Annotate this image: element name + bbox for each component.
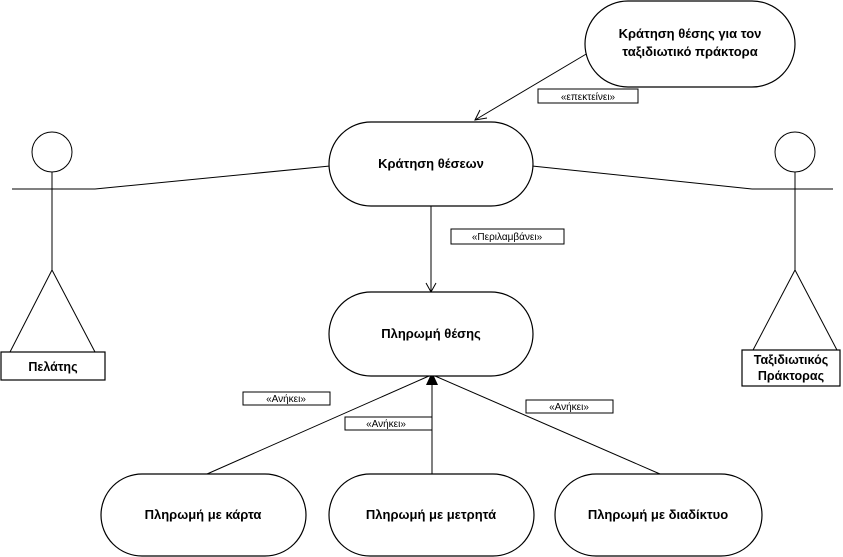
actor-agent-head	[774, 131, 816, 173]
include-label-text: «Περιλαμβάνει»	[472, 231, 543, 243]
extend-arrowhead	[474, 109, 488, 121]
actor-agent-label-line1: Ταξιδιωτικός	[754, 353, 828, 367]
belongs-right-label-text: «Ανήκει»	[549, 401, 589, 413]
extend-label: «επεκτείνει»	[537, 88, 639, 104]
belongs-left-label-text: «Ανήκει»	[266, 393, 306, 405]
agent-association-line	[531, 165, 753, 190]
belongs-card-line	[206, 375, 430, 475]
usecase-pay-online: Πληρωμή με διαδίκτυο	[554, 473, 763, 557]
actor-customer-head	[31, 131, 73, 173]
actor-customer-label: Πελάτης	[28, 360, 77, 374]
actor-customer-label-box	[0, 351, 106, 381]
extend-line	[474, 49, 594, 121]
usecase-booking-label: Κράτηση θέσεων	[378, 156, 484, 171]
generalization-arrowhead	[426, 372, 438, 385]
usecase-booking: Κράτηση θέσεων	[328, 121, 534, 207]
usecase-pay-card-label: Πληρωμή με κάρτα	[145, 507, 262, 522]
belongs-right-label: «Ανήκει»	[525, 399, 614, 414]
usecase-agent-booking: Κράτηση θέσης για τον ταξιδιωτικό πράκτο…	[584, 0, 796, 88]
actor-agent-label-line2: Πράκτορας	[758, 369, 824, 383]
usecase-pay-cash-label: Πληρωμή με μετρητά	[366, 507, 496, 522]
actor-agent: Ταξιδιωτικός Πράκτορας	[741, 131, 841, 387]
usecase-pay-cash: Πληρωμή με μετρητά	[328, 473, 535, 557]
actor-agent-label-box	[741, 349, 841, 387]
usecase-payment: Πληρωμή θέσης	[328, 291, 534, 377]
usecase-agent-booking-line2: ταξιδιωτικό πράκτορα	[622, 44, 757, 59]
belongs-mid-label-text: «Ανήκει»	[366, 418, 406, 430]
include-label: «Περιλαμβάνει»	[450, 228, 565, 245]
extend-label-text: «επεκτείνει»	[561, 91, 616, 103]
usecase-payment-label: Πληρωμή θέσης	[381, 326, 481, 341]
belongs-mid-label: «Ανήκει»	[344, 416, 433, 431]
usecase-pay-online-label: Πληρωμή με διαδίκτυο	[588, 507, 728, 522]
belongs-online-line	[434, 375, 661, 475]
usecase-pay-card: Πληρωμή με κάρτα	[100, 473, 307, 557]
belongs-left-label: «Ανήκει»	[242, 391, 331, 406]
usecase-agent-booking-line1: Κράτηση θέσης για τον	[619, 26, 762, 41]
customer-association-line	[94, 165, 331, 190]
actor-customer: Πελάτης	[0, 131, 106, 381]
